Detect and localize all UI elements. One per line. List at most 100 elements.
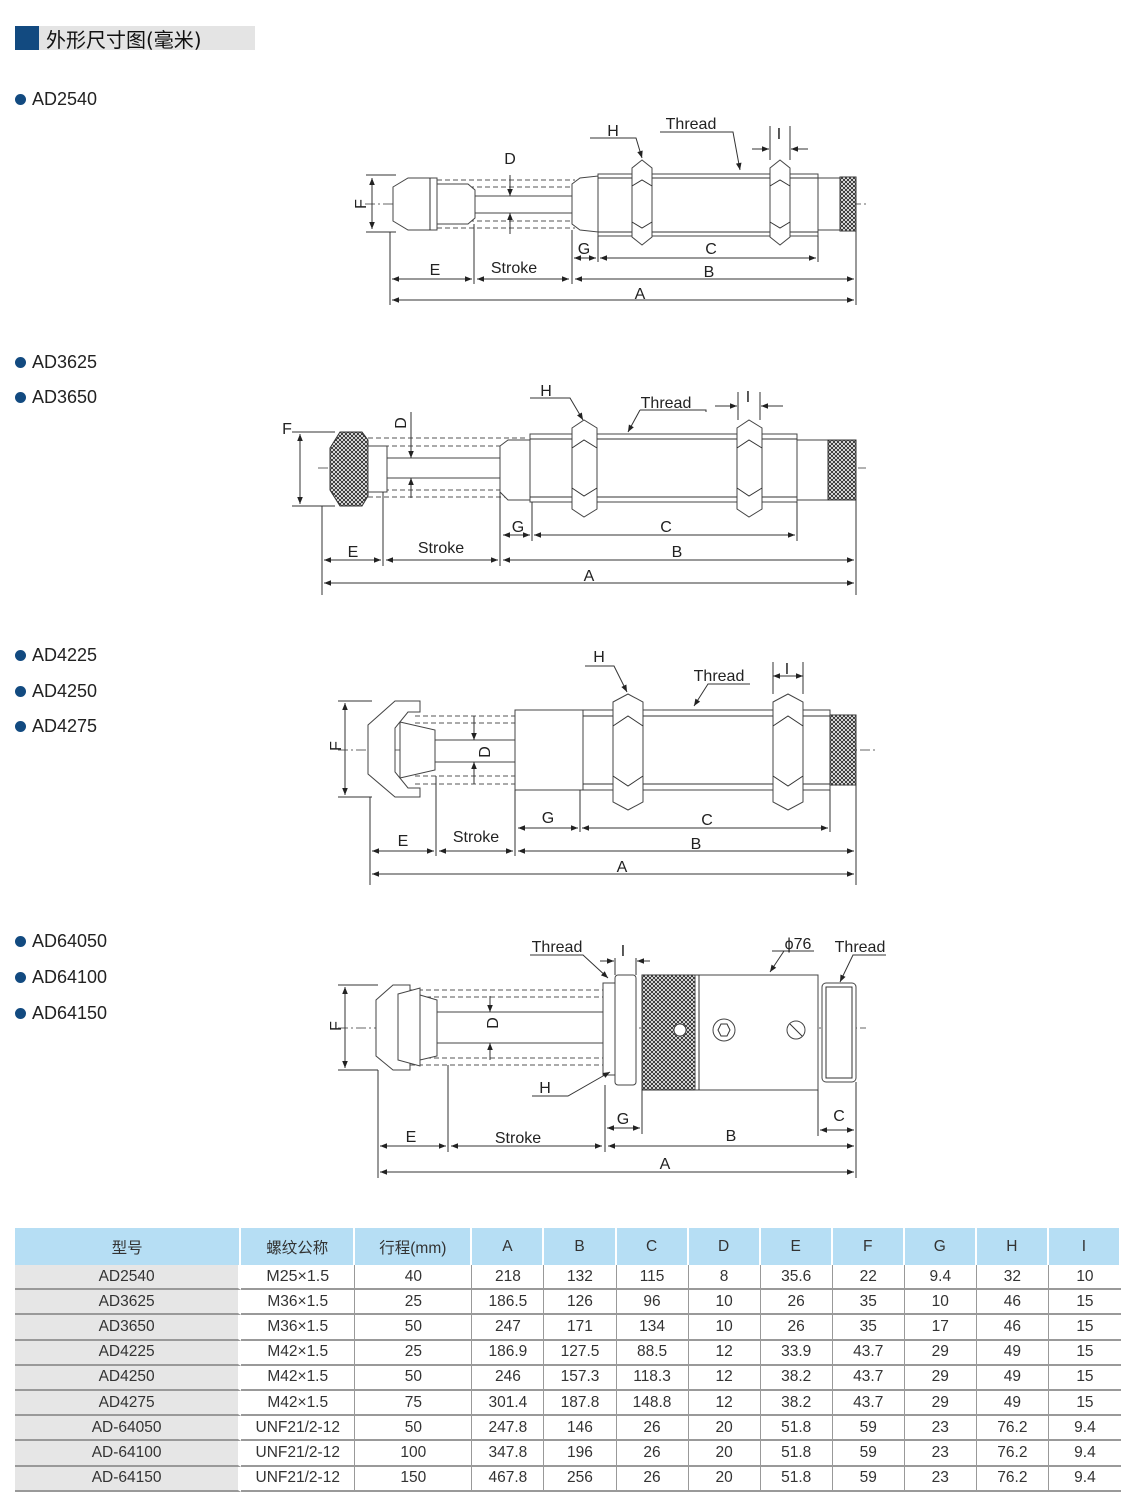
model-name: AD64100 — [32, 967, 108, 987]
label-b: B — [691, 836, 702, 853]
dimension-drawings: D F H Thread I G C E Stroke B A — [282, 116, 886, 1178]
table-cell: 126 — [544, 1290, 617, 1316]
label-stroke: Stroke — [418, 540, 464, 557]
label-f: F — [328, 1021, 345, 1031]
table-cell: 59 — [832, 1416, 905, 1442]
table-cell: 12 — [688, 1365, 761, 1391]
label-a: A — [584, 568, 595, 585]
model-cell: AD4250 — [15, 1365, 242, 1391]
label-h: H — [539, 1080, 551, 1097]
table-cell: 115 — [616, 1265, 689, 1291]
column-header: G — [904, 1228, 977, 1265]
table-cell: 29 — [904, 1390, 977, 1417]
label-h: H — [607, 123, 619, 140]
label-c: C — [701, 812, 713, 829]
model-cell: AD-64050 — [15, 1416, 242, 1442]
table-cell: 247 — [472, 1315, 545, 1341]
drawing-ad2540: D F H Thread I G C E Stroke B A — [353, 116, 866, 305]
label-a: A — [617, 859, 628, 876]
table-cell: 150 — [355, 1466, 473, 1492]
table-cell: M42×1.5 — [241, 1390, 356, 1417]
table-cell: 29 — [904, 1365, 977, 1391]
table-cell: 15 — [1048, 1315, 1121, 1341]
label-g: G — [542, 810, 554, 827]
column-header: C — [616, 1228, 689, 1265]
label-g: G — [512, 519, 524, 536]
label-c: C — [833, 1108, 845, 1125]
page-title: 外形尺寸图(毫米) — [46, 28, 202, 52]
table-cell: 100 — [355, 1441, 473, 1467]
table-cell: 50 — [355, 1315, 473, 1341]
drawing-ad64: D F Thread I ϕ76 Thread H G C E Stroke B… — [328, 936, 886, 1178]
label-f: F — [328, 741, 345, 751]
table-cell: 157.3 — [544, 1365, 617, 1391]
column-header: F — [832, 1228, 905, 1265]
bullet-icon — [15, 936, 26, 947]
table-cell: 51.8 — [760, 1416, 833, 1442]
label-a: A — [660, 1156, 671, 1173]
bullet-icon — [15, 357, 26, 368]
table-cell: 134 — [616, 1315, 689, 1341]
table-cell: 50 — [355, 1416, 473, 1442]
label-d: D — [393, 417, 410, 429]
column-header: 螺纹公称 — [241, 1228, 356, 1265]
table-cell: 22 — [832, 1265, 905, 1291]
label-i: I — [777, 126, 781, 143]
model-name: AD3650 — [32, 387, 98, 407]
table-cell: 187.8 — [544, 1390, 617, 1417]
table-cell: 43.7 — [832, 1340, 905, 1366]
table-cell: 146 — [544, 1416, 617, 1442]
label-c: C — [660, 519, 672, 536]
label-thread-rear: Thread — [835, 939, 886, 956]
table-cell: 50 — [355, 1365, 473, 1391]
table-cell: 171 — [544, 1315, 617, 1341]
table-cell: 20 — [688, 1416, 761, 1442]
column-header: D — [688, 1228, 761, 1265]
table-cell: 43.7 — [832, 1365, 905, 1391]
table-cell: 10 — [688, 1290, 761, 1316]
label-i: I — [621, 943, 625, 960]
label-b: B — [704, 264, 715, 281]
table-cell: 186.5 — [472, 1290, 545, 1316]
table-cell: 467.8 — [472, 1466, 545, 1492]
label-i: I — [785, 661, 789, 678]
model-name: AD4275 — [32, 716, 98, 736]
model-name: AD2540 — [32, 89, 98, 109]
table-cell: 35 — [832, 1290, 905, 1316]
table-cell: 10 — [1048, 1265, 1121, 1291]
table-cell: M42×1.5 — [241, 1365, 356, 1391]
table-cell: 49 — [976, 1365, 1049, 1391]
table-cell: UNF21/2-12 — [241, 1441, 356, 1467]
table-cell: 118.3 — [616, 1365, 689, 1391]
model-name: AD4250 — [32, 681, 98, 701]
table-cell: 25 — [355, 1290, 473, 1316]
label-h: H — [593, 649, 605, 666]
model-label: AD2540 — [15, 89, 97, 110]
table-cell: 26 — [616, 1416, 689, 1442]
table-cell: M25×1.5 — [241, 1265, 356, 1291]
table-cell: 51.8 — [760, 1466, 833, 1492]
table-cell: M36×1.5 — [241, 1290, 356, 1316]
table-cell: 76.2 — [976, 1441, 1049, 1467]
table-cell: 40 — [355, 1265, 473, 1291]
title-bar — [15, 26, 255, 50]
label-e: E — [430, 262, 441, 279]
bullet-icon — [15, 1008, 26, 1019]
table-cell: 23 — [904, 1466, 977, 1492]
table-cell: 12 — [688, 1390, 761, 1417]
drawing-ad42: D F H Thread I G C E Stroke B A — [328, 649, 876, 885]
table-cell: 15 — [1048, 1391, 1121, 1417]
table-cell: 51.8 — [760, 1441, 833, 1467]
table-cell: UNF21/2-12 — [241, 1466, 356, 1492]
table-cell: 38.2 — [760, 1365, 833, 1391]
table-cell: 23 — [904, 1416, 977, 1442]
table-cell: 132 — [544, 1265, 617, 1291]
table-cell: 9.4 — [1048, 1467, 1121, 1492]
table-cell: 15 — [1048, 1341, 1121, 1366]
table-cell: 23 — [904, 1441, 977, 1467]
label-stroke: Stroke — [495, 1130, 541, 1147]
label-f: F — [282, 421, 292, 438]
